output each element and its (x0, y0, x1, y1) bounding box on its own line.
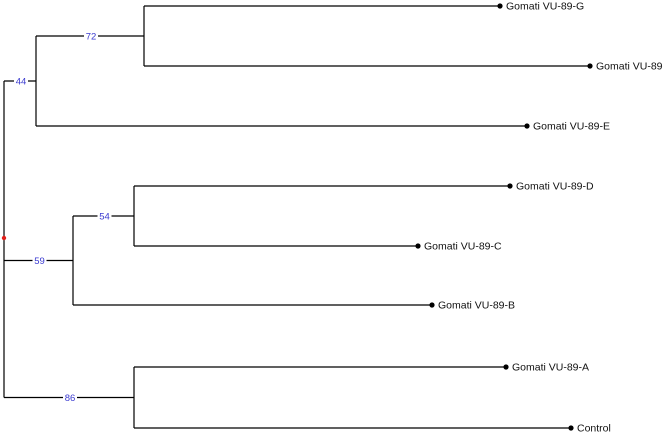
leaf-dot-b (429, 302, 435, 308)
leaf-dot-d (507, 183, 513, 189)
leaf-label-c: Gomati VU-89-C (424, 241, 502, 253)
root-marker (1, 235, 7, 241)
leaf-label-b: Gomati VU-89-B (438, 300, 515, 312)
leaf-dot-g (497, 3, 503, 9)
root-node-marker (1, 235, 7, 241)
bootstrap-background-n72 (84, 30, 98, 41)
bootstrap-value-n44: 44 (16, 76, 27, 87)
leaf-label-d: Gomati VU-89-D (516, 181, 594, 193)
leaf-dot-a (503, 364, 509, 370)
leaf-label-ctrl: Control (577, 423, 611, 434)
leaf-dot-c (415, 243, 421, 249)
leaf-label-a: Gomati VU-89-A (512, 362, 589, 374)
bootstrap-value-n54: 54 (99, 211, 110, 222)
leaf-dot-f (587, 63, 593, 69)
bootstrap-value-n59: 59 (34, 256, 45, 267)
bootstrap-value-n72: 72 (86, 31, 97, 42)
bootstrap-background-n54 (97, 210, 112, 221)
leaf-labels: Gomati VU-89-G Gomati VU-89-F Gomati VU-89… (424, 1, 663, 434)
bootstrap-background-n44 (14, 75, 28, 86)
bootstrap-value-n86: 86 (65, 393, 76, 404)
leaf-dot-e (524, 123, 530, 129)
bootstrap-labels: 72 44 54 59 86 (14, 30, 112, 404)
leaf-markers (415, 3, 593, 431)
leaf-label-g: Gomati VU-89-G (506, 1, 584, 13)
bootstrap-background-n86 (63, 391, 77, 403)
leaf-dot-ctrl (568, 425, 574, 431)
tree-branches (3, 5, 590, 429)
leaf-label-e: Gomati VU-89-E (533, 121, 610, 133)
leaf-label-f: Gomati VU-89-F (596, 61, 663, 73)
bootstrap-background-n59 (32, 254, 47, 266)
